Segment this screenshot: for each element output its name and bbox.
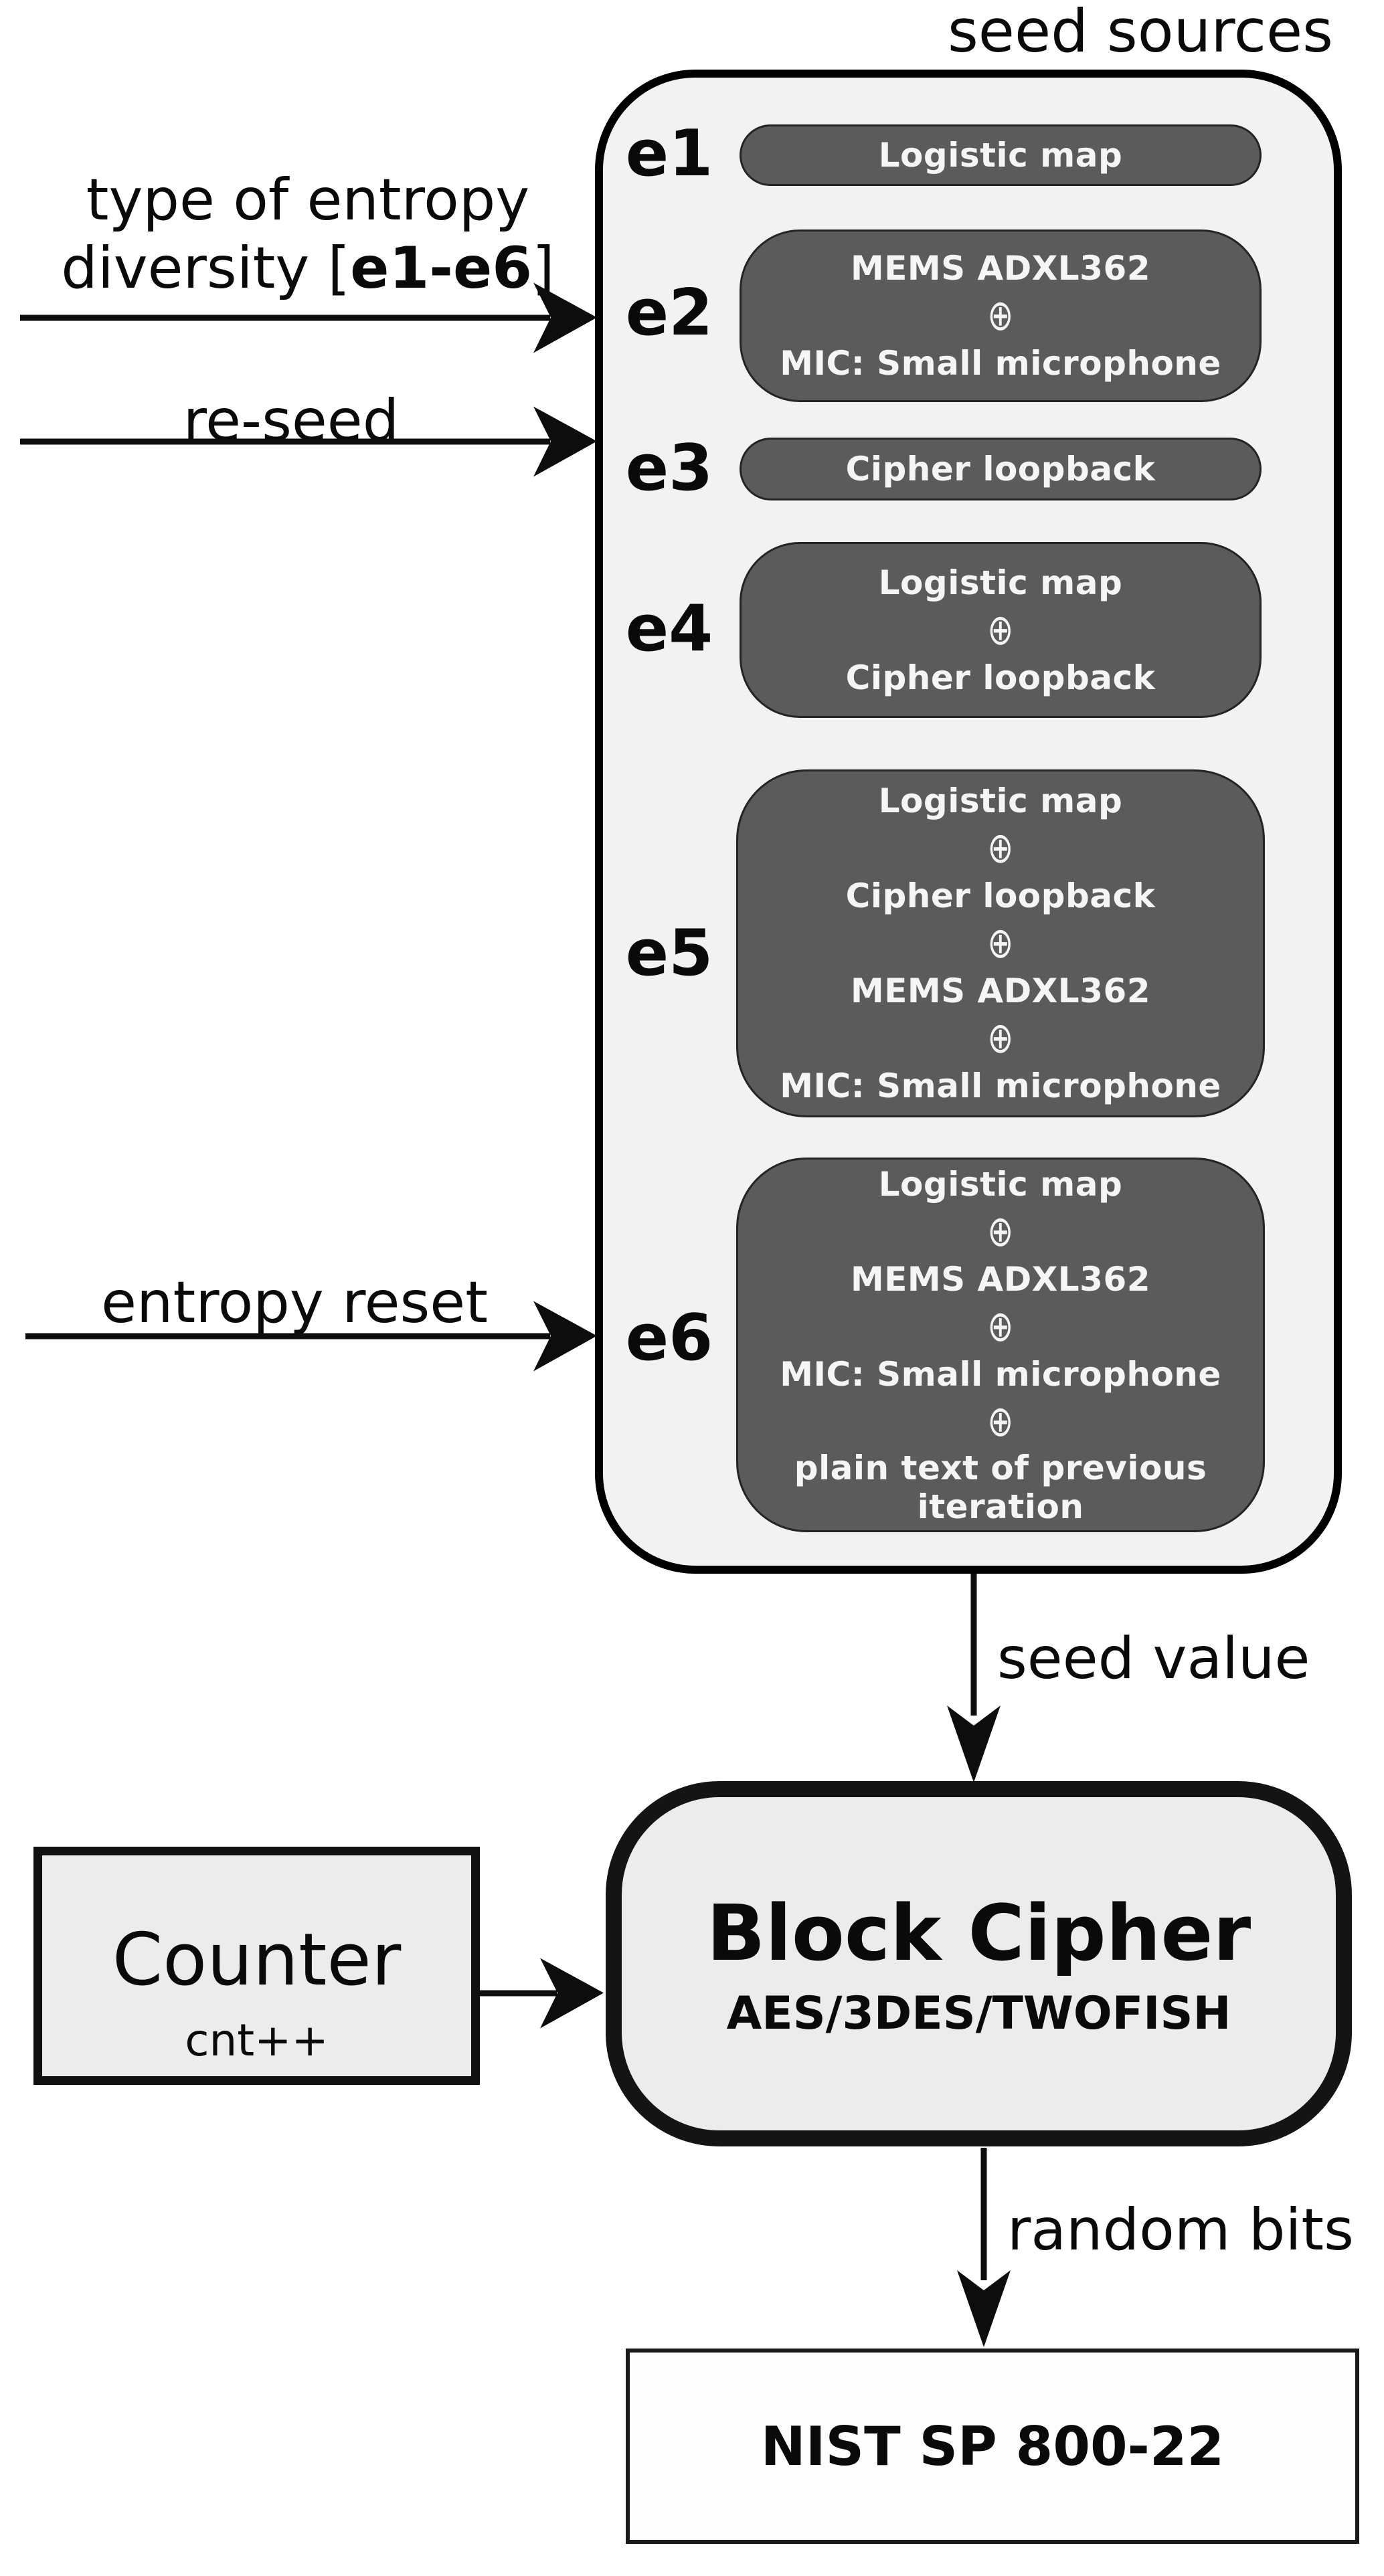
entropy-type-line1: type of entropy [86, 167, 530, 234]
seed-source-label-e5: e5 [625, 917, 713, 990]
xor-icon: ⊕ [987, 1302, 1014, 1352]
entropy-reset-label: entropy reset [101, 1269, 488, 1336]
seed-source-item: Logistic map [878, 781, 1123, 820]
seed-source-item: MIC: Small microphone [780, 1355, 1221, 1394]
xor-icon: ⊕ [987, 1397, 1014, 1447]
arrow-shaft [970, 1574, 977, 1716]
seed-source-item: MIC: Small microphone [780, 344, 1221, 383]
entropy-type-label: type of entropy diversity [e1-e6] [20, 166, 596, 302]
entropy-type-line2: diversity [e1-e6] [61, 235, 555, 302]
page-title: seed sources [947, 0, 1333, 66]
seed-source-item: Logistic map [878, 563, 1123, 602]
random-bits-arrow [957, 2148, 1011, 2347]
block-cipher-subtitle: AES/3DES/TWOFISH [726, 1987, 1231, 2040]
nist-label: NIST SP 800-22 [760, 2415, 1225, 2478]
counter-subtitle: cnt++ [185, 2015, 329, 2066]
arrowhead-right-icon [533, 406, 597, 477]
arrowhead-right-icon [540, 1958, 604, 2029]
counter-box: Counter cnt++ [33, 1847, 480, 2085]
seed-source-item: Logistic map [878, 136, 1123, 175]
seed-source-item: MEMS ADXL362 [850, 972, 1151, 1010]
seed-source-label-e2: e2 [625, 276, 713, 350]
seed-source-item: Cipher loopback [845, 450, 1156, 488]
seed-value-arrow [947, 1574, 1001, 1782]
arrowhead-right-icon [533, 282, 597, 353]
random-bits-label: random bits [1007, 2197, 1354, 2264]
seed-source-item: MEMS ADXL362 [850, 249, 1151, 288]
seed-source-item: MEMS ADXL362 [850, 1260, 1151, 1299]
arrow-shaft [20, 314, 550, 321]
seed-source-label-e3: e3 [625, 432, 713, 505]
arrow-shaft [25, 1333, 550, 1340]
entropy-type-arrow [20, 282, 597, 353]
entropy-reset-arrow [25, 1301, 597, 1372]
seed-source-label-e4: e4 [625, 592, 713, 666]
seed-source-item: Cipher loopback [845, 877, 1156, 915]
reseed-arrow [20, 406, 597, 477]
xor-icon: ⊕ [987, 291, 1014, 341]
nist-box: NIST SP 800-22 [626, 2349, 1359, 2544]
arrow-shaft [480, 1990, 557, 1997]
arrow-shaft [20, 438, 550, 445]
seed-source-item: plain text of previous iteration [794, 1449, 1207, 1526]
seed-source-e2: MEMS ADXL362 ⊕ MIC: Small microphone [740, 229, 1262, 402]
seed-source-item: MIC: Small microphone [780, 1067, 1221, 1105]
block-cipher-title: Block Cipher [706, 1889, 1251, 1979]
arrowhead-down-icon [957, 2270, 1011, 2347]
xor-icon: ⊕ [987, 919, 1014, 968]
xor-icon: ⊕ [987, 1014, 1014, 1063]
seed-source-e6: Logistic map ⊕ MEMS ADXL362 ⊕ MIC: Small… [736, 1158, 1265, 1532]
seed-source-item: Cipher loopback [845, 658, 1156, 697]
arrowhead-right-icon [533, 1301, 597, 1372]
block-cipher-box: Block Cipher AES/3DES/TWOFISH [606, 1781, 1352, 2146]
xor-icon: ⊕ [987, 824, 1014, 873]
seed-source-e4: Logistic map ⊕ Cipher loopback [740, 542, 1262, 718]
counter-arrow [480, 1958, 604, 2029]
seed-source-label-e6: e6 [625, 1301, 713, 1375]
seed-source-item: Logistic map [878, 1165, 1123, 1204]
xor-icon: ⊕ [987, 605, 1014, 655]
seed-source-e1: Logistic map [740, 124, 1262, 186]
arrow-shaft [980, 2148, 987, 2280]
counter-title: Counter [112, 1918, 402, 2002]
seed-source-e3: Cipher loopback [740, 438, 1262, 500]
seed-source-e5: Logistic map ⊕ Cipher loopback ⊕ MEMS AD… [736, 769, 1265, 1117]
seed-value-label: seed value [997, 1625, 1310, 1692]
seed-source-label-e1: e1 [625, 117, 713, 191]
arrowhead-down-icon [947, 1706, 1001, 1782]
xor-icon: ⊕ [987, 1207, 1014, 1257]
